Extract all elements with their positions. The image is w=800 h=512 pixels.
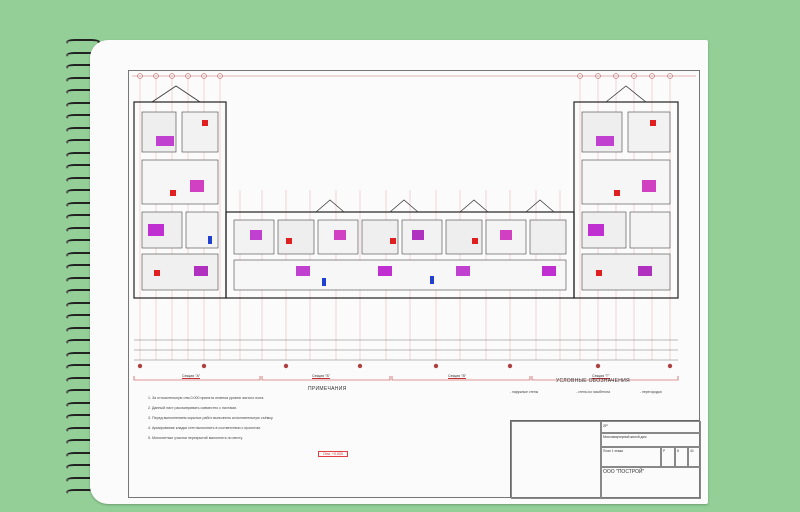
stamp-sheet-name: План 1 этажа [601,447,661,467]
legend-item: - перегородки [640,390,662,394]
legend-title: УСЛОВНЫЕ ОБОЗНАЧЕНИЯ [556,378,630,384]
level-mark: Отм. +0.000 [318,451,348,457]
note-item: 3. Перед выполнением скрытых работ выпол… [148,416,274,420]
title-block: 2Р Многоквартирный жилой дом План 1 этаж… [510,420,701,499]
stamp-code: 2Р [601,421,701,433]
notes-title: ПРИМЕЧАНИЯ [308,386,347,392]
stamp-sheet: 8 [675,447,688,467]
note-item: 1. За относительную отм.0.000 принята от… [148,396,265,400]
legend-item: - наружные стены [510,390,539,394]
stamp-signatures [511,421,601,499]
section-label: Секция "А" [182,374,201,379]
stamp-org: ООО "ПОСТРОЙ" [601,467,701,499]
note-item: 2. Данный лист рассматривать совместно с… [148,406,237,410]
stamp-stage: Р [661,447,675,467]
legend-item: - стены из газобетона [576,390,611,394]
building-left-block [133,101,227,299]
building-central-wing [225,199,575,299]
section-label: Секция "Г" [592,374,610,379]
drawing-sheet: Секция "А" Секция "Б" Секция "В" Секция … [90,40,708,504]
note-item: 4. Армирование кладки стен выполнить в с… [148,426,261,430]
stamp-title: Многоквартирный жилой дом [601,433,701,447]
note-item: 5. Монолитные участки перекрытий выполня… [148,436,243,440]
section-label: Секция "Б" [312,374,331,379]
building-right-block [151,85,679,299]
floor-plan [132,73,696,381]
stamp-sheets: 40 [688,447,701,467]
drawing-frame [128,70,700,498]
section-label: Секция "В" [448,374,467,379]
